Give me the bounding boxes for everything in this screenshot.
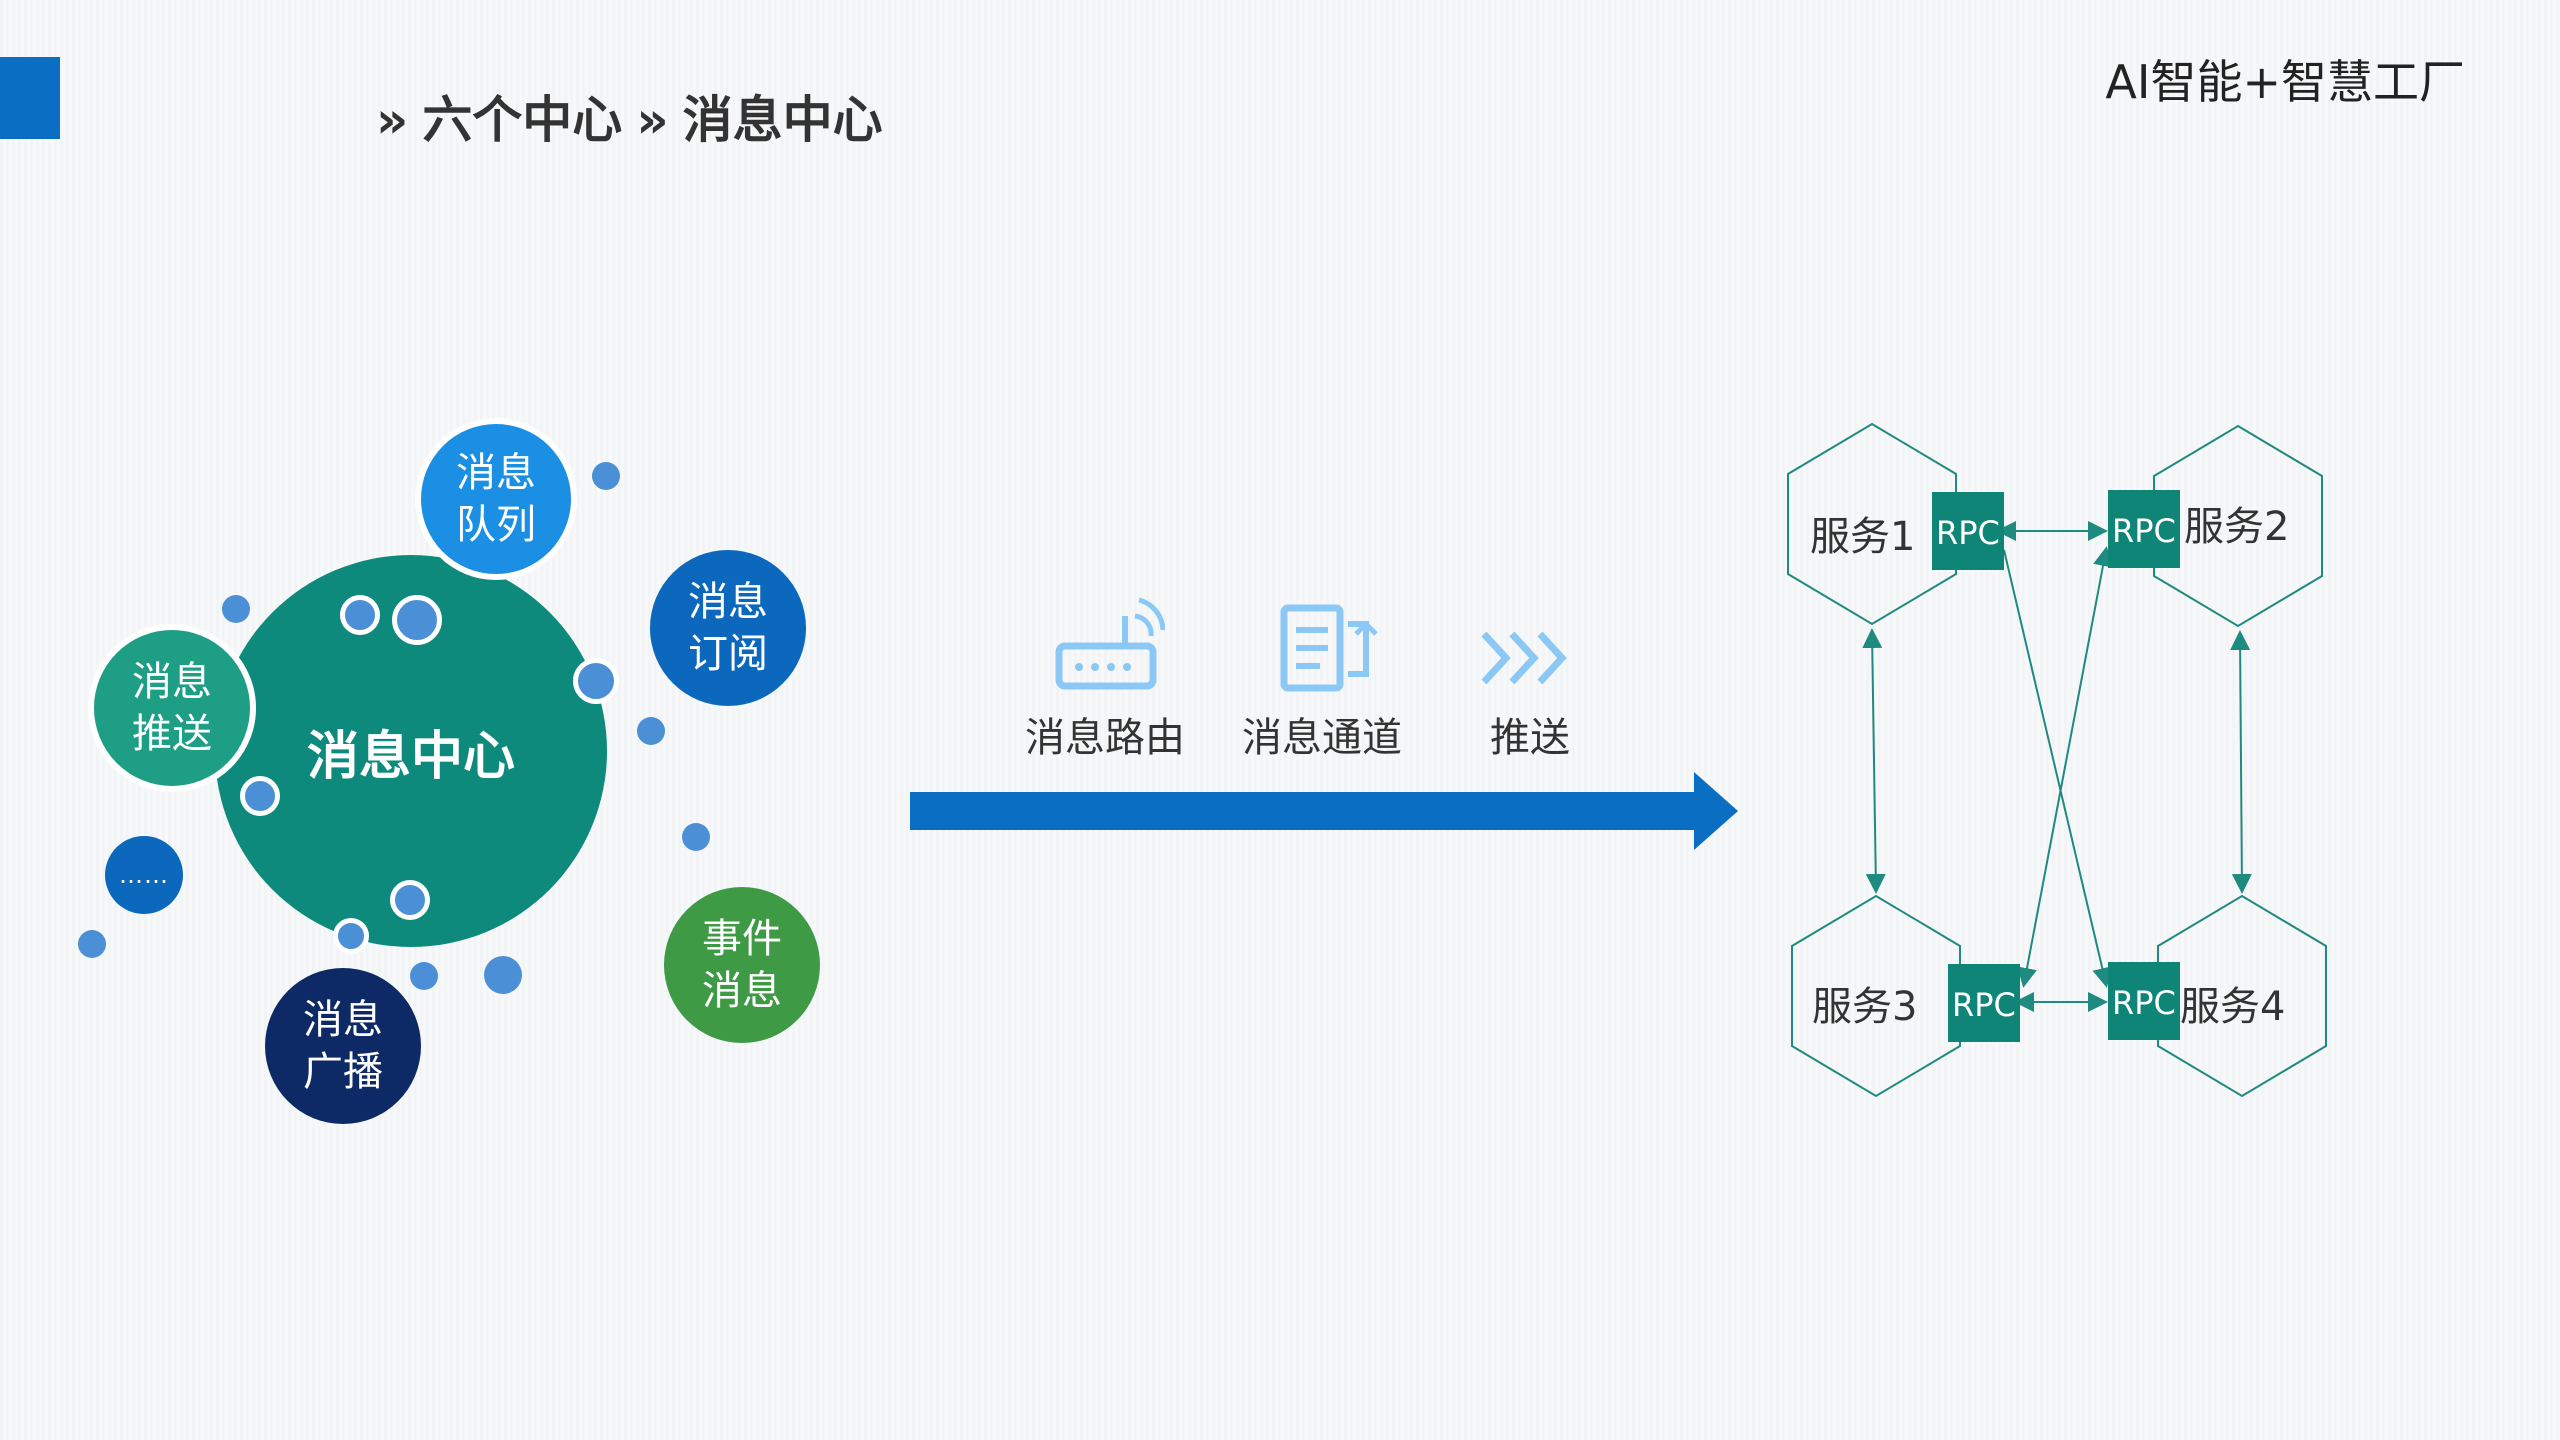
service-2-label: 服务2 bbox=[2184, 504, 2289, 550]
rpc-1-label: RPC bbox=[1936, 514, 2000, 552]
decorative-dot bbox=[222, 595, 250, 623]
decorative-dot bbox=[78, 930, 106, 958]
rpc-box-3 bbox=[1948, 964, 2020, 1042]
accent-bar bbox=[0, 57, 60, 139]
bubble-label-line2: 广播 bbox=[303, 1049, 383, 1095]
decorative-dot bbox=[682, 823, 710, 851]
bubble-label-line2: 队列 bbox=[456, 502, 536, 548]
bubble-label-line2: 消息 bbox=[702, 968, 782, 1014]
channel-document-icon bbox=[1280, 604, 1378, 692]
decorative-dot bbox=[390, 880, 430, 920]
decorative-dot bbox=[637, 717, 665, 745]
rpc-box-2 bbox=[2108, 490, 2180, 568]
service-3-label: 服务3 bbox=[1812, 984, 1917, 1030]
rpc-4-label: RPC bbox=[2112, 984, 2176, 1022]
service-mesh-diagram: 服务1 RPC RPC 服务2 服务3 RPC RPC 服务4 bbox=[1787, 422, 2327, 1098]
decorative-dot bbox=[410, 962, 438, 990]
bubble-label-line1: 消息 bbox=[688, 579, 768, 625]
bubble-more-label: …… bbox=[119, 861, 169, 889]
breadcrumb-separator: » bbox=[636, 91, 669, 149]
bubble-message-push: 消息推送 bbox=[88, 624, 256, 792]
link-rpc3-rpc2 bbox=[2017, 546, 2113, 988]
router-icon bbox=[1055, 597, 1165, 690]
hub-center-label: 消息中心 bbox=[306, 726, 515, 787]
decorative-dot bbox=[333, 918, 369, 954]
service-4-label: 服务4 bbox=[2180, 984, 2285, 1030]
bubble-message-queue: 消息队列 bbox=[415, 418, 577, 580]
flow-step-routing-label: 消息路由 bbox=[1025, 715, 1185, 761]
bubble-more: …… bbox=[105, 836, 183, 914]
bubble-label-line1: 消息 bbox=[132, 659, 212, 705]
decorative-dot bbox=[484, 956, 522, 994]
link-service2-service4 bbox=[2230, 630, 2252, 894]
flow-main-arrow bbox=[910, 772, 1738, 850]
bubble-label-line1: 消息 bbox=[456, 450, 536, 496]
rpc-box-4 bbox=[2108, 962, 2180, 1040]
link-service1-service3 bbox=[1862, 628, 1886, 894]
decorative-dot bbox=[240, 776, 280, 816]
bubble-event-message: 事件消息 bbox=[664, 887, 820, 1043]
service-1-label: 服务1 bbox=[1810, 514, 1915, 560]
push-chevrons-icon bbox=[1481, 631, 1567, 685]
bubble-label-line1: 消息 bbox=[303, 997, 383, 1043]
rpc-2-label: RPC bbox=[2112, 512, 2176, 550]
bubble-label-line2: 订阅 bbox=[688, 631, 768, 677]
decorative-dot bbox=[392, 595, 442, 645]
rpc-box-1 bbox=[1932, 492, 2004, 570]
service-1-hexagon bbox=[1787, 422, 1957, 626]
brand-title: AI智能+智慧工厂 bbox=[2105, 55, 2465, 109]
flow-step-push-label: 推送 bbox=[1490, 715, 1570, 761]
service-3-hexagon bbox=[1791, 894, 1961, 1098]
bubble-message-broadcast: 消息广播 bbox=[265, 968, 421, 1124]
decorative-dot bbox=[592, 462, 620, 490]
bubble-message-subscribe: 消息订阅 bbox=[650, 550, 806, 706]
link-rpc1-rpc4 bbox=[2003, 549, 2113, 988]
flow-step-channel-label: 消息通道 bbox=[1242, 715, 1402, 761]
breadcrumb-item-six-centers: 六个中心 bbox=[422, 91, 623, 149]
bubble-label-line1: 事件 bbox=[702, 916, 782, 962]
service-4-hexagon bbox=[2157, 894, 2327, 1098]
decorative-dot bbox=[573, 658, 619, 704]
decorative-dot bbox=[340, 595, 380, 635]
breadcrumb-separator: » bbox=[376, 91, 409, 149]
bubble-label-line2: 推送 bbox=[132, 711, 212, 757]
rpc-3-label: RPC bbox=[1952, 986, 2016, 1024]
service-2-hexagon bbox=[2153, 424, 2323, 628]
page-title: 消息中心 bbox=[682, 91, 883, 149]
breadcrumb: »六个中心»消息中心 bbox=[376, 80, 897, 152]
